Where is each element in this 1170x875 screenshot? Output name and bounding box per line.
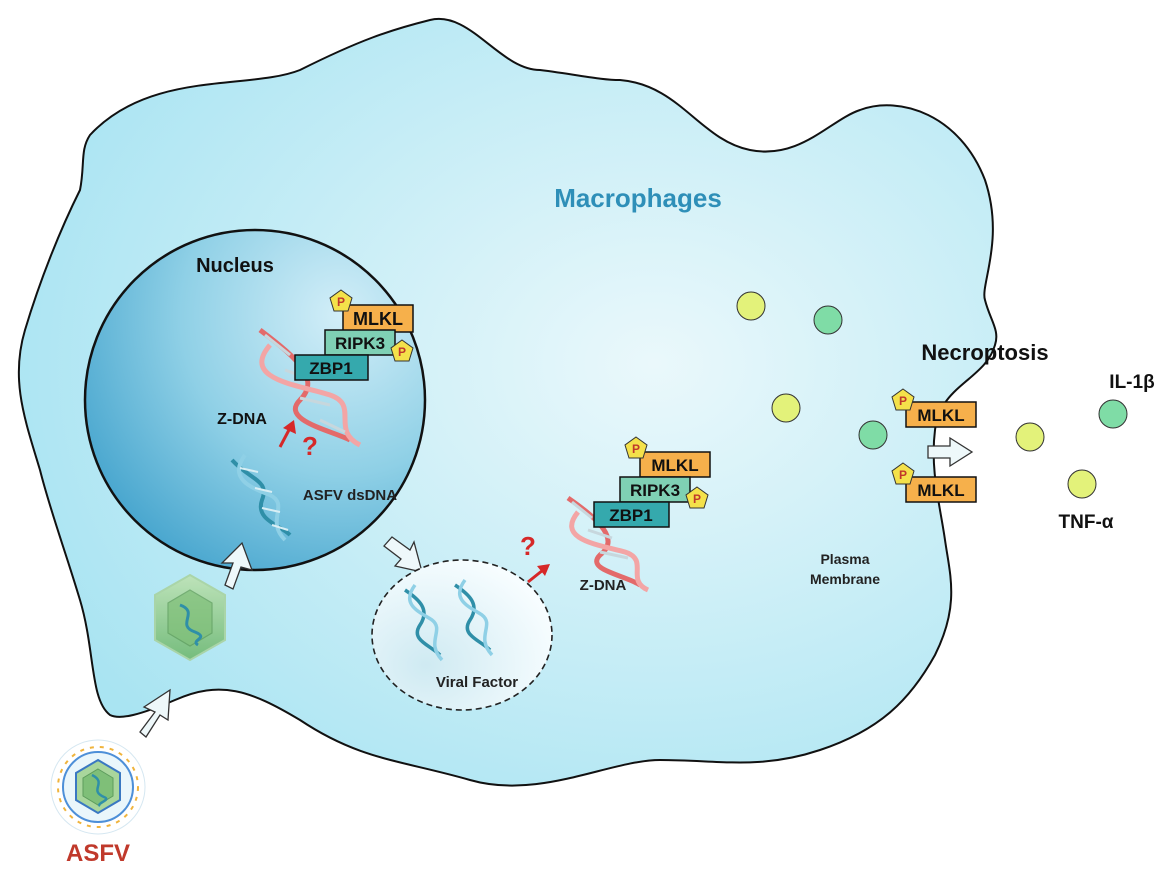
cyto-phospho-mlkl-label: P [632, 442, 640, 456]
membrane-mlkl-box-2 [905, 476, 977, 503]
macrophage-cell [17, 17, 998, 787]
nuclear-phospho-mlkl-label: P [337, 295, 345, 309]
cyto-zbp1-label: ZBP1 [609, 506, 652, 525]
plasma-membrane-label-line1: Plasma [820, 551, 869, 567]
release-arrow [927, 436, 974, 468]
nuclear-ripk3-label: RIPK3 [335, 334, 385, 353]
released-tnfa-dot-1 [1015, 422, 1045, 452]
viral-factory-label: Viral Factor [436, 674, 518, 691]
nuclear-red-arrowhead [283, 420, 296, 434]
necroptosis-label: Necroptosis [921, 340, 1048, 365]
released-il1b-dot [1098, 399, 1128, 429]
cytokine-dot-tnfa-1 [736, 291, 766, 321]
cyto-mlkl-label: MLKL [651, 456, 698, 475]
cytokine-dot-il1b-1 [813, 305, 843, 335]
cyto-ripk3-label: RIPK3 [630, 481, 680, 500]
cyto-phospho-ripk3 [685, 486, 709, 509]
cyto-question: ? [520, 531, 536, 561]
membrane-phospho-2 [891, 462, 915, 485]
cyto-red-arrowhead [537, 564, 550, 576]
internalized-virus [154, 573, 226, 662]
cyto-phospho-ripk3-label: P [693, 492, 701, 506]
viral-factory-dna [404, 578, 494, 662]
nuclear-red-arrow [278, 427, 292, 448]
membrane-phospho-1-label: P [899, 394, 907, 408]
cytokine-dot-tnfa-2 [771, 393, 801, 423]
plasma-membrane-label-line2: Membrane [810, 571, 880, 587]
nucleus-label: Nucleus [196, 255, 274, 277]
nuclear-phospho-mlkl [329, 289, 353, 312]
nucleus-exit-arrow [383, 536, 423, 573]
asfv-label: ASFV [66, 840, 130, 867]
cyto-zdna-helix [566, 495, 650, 593]
cell-title: Macrophages [554, 183, 722, 213]
nuclear-zdna-label: Z-DNA [217, 411, 267, 428]
nucleus-entry-arrow [220, 541, 254, 590]
cyto-zdna-label: Z-DNA [580, 577, 627, 594]
nuclear-phospho-ripk3-label: P [398, 345, 406, 359]
nuclear-mlkl-label: MLKL [353, 309, 403, 329]
cytokine-dot-il1b-2 [858, 420, 888, 450]
nuclear-question: ? [302, 431, 318, 461]
cell-entry-arrow [139, 688, 171, 738]
membrane-phospho-2-label: P [899, 468, 907, 482]
nuclear-ripk3-box [324, 329, 396, 356]
nucleus [83, 228, 427, 572]
asfv-dsdna-label: ASFV dsDNA [303, 487, 397, 504]
nuclear-zbp1-box [294, 354, 369, 381]
cyto-red-arrow [527, 568, 544, 584]
nuclear-zbp1-label: ZBP1 [309, 359, 352, 378]
membrane-phospho-1 [891, 388, 915, 411]
membrane-mlkl-label-2: MLKL [917, 481, 964, 500]
membrane-mlkl-label-1: MLKL [917, 406, 964, 425]
membrane-mlkl-box-1 [905, 401, 977, 428]
il1b-label: IL-1β [1109, 372, 1154, 393]
tnfa-label: TNF-α [1059, 512, 1114, 533]
cyto-zbp1-box [593, 501, 670, 528]
asfv-virion [50, 739, 146, 835]
released-tnfa-dot-2 [1067, 469, 1097, 499]
asfv-dsdna-helix [230, 453, 292, 542]
cyto-phospho-mlkl [624, 436, 648, 459]
nuclear-phospho-ripk3 [390, 339, 414, 362]
